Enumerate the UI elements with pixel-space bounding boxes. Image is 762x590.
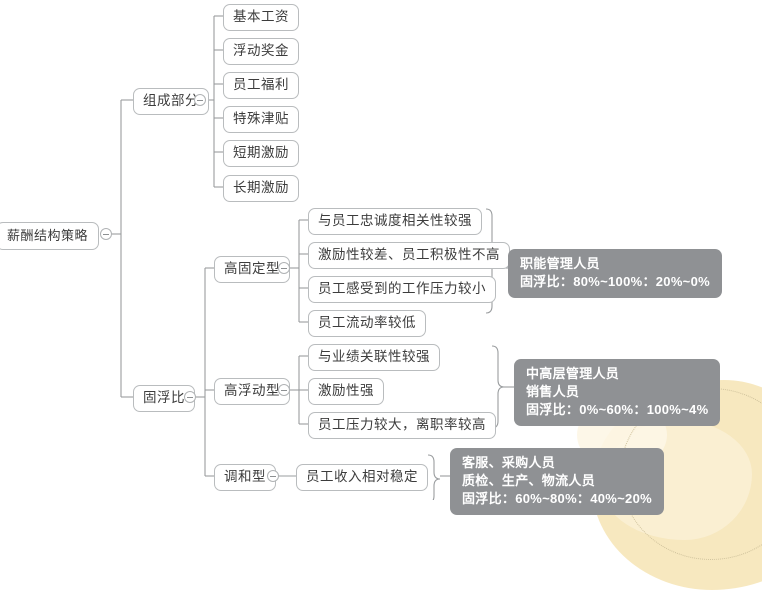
collapse-toggle-icon-high-fixed[interactable] (278, 262, 290, 274)
callout-high-fixed: 职能管理人员 固浮比：80%~100%：20%~0% (508, 249, 722, 298)
collapse-toggle-icon-balanced[interactable] (267, 470, 279, 482)
callout-line: 销售人员 (526, 384, 580, 399)
collapse-toggle-icon-composition[interactable] (194, 94, 206, 106)
leaf-label: 员工流动率较低 (318, 315, 416, 330)
callout-balanced: 客服、采购人员 质检、生产、物流人员 固浮比：60%~80%：40%~20% (450, 448, 664, 515)
leaf-node-high-pressure-turnover[interactable]: 员工压力较大，离职率较高 (308, 412, 496, 439)
leaf-node-low-turnover[interactable]: 员工流动率较低 (308, 310, 426, 337)
subbranch-label: 高固定型 (224, 261, 280, 276)
leaf-node-low-pressure[interactable]: 员工感受到的工作压力较小 (308, 276, 496, 303)
leaf-label: 特殊津贴 (233, 111, 289, 126)
callout-line: 客服、采购人员 (462, 455, 556, 470)
leaf-node-employee-benefits[interactable]: 员工福利 (223, 72, 299, 99)
leaf-node-stable-income[interactable]: 员工收入相对稳定 (296, 464, 428, 491)
leaf-label: 与业绩关联性较强 (318, 349, 430, 364)
leaf-node-loyalty-correlation[interactable]: 与员工忠诚度相关性较强 (308, 208, 482, 235)
leaf-node-base-salary[interactable]: 基本工资 (223, 4, 299, 31)
leaf-label: 员工感受到的工作压力较小 (318, 281, 486, 296)
callout-high-floating: 中高层管理人员 销售人员 固浮比：0%~60%：100%~4% (514, 359, 721, 426)
collapse-toggle-icon-root[interactable] (100, 228, 112, 240)
subbranch-node-balanced[interactable]: 调和型 (214, 464, 276, 491)
collapse-toggle-icon-fixed-float-ratio[interactable] (184, 391, 196, 403)
leaf-label: 员工压力较大，离职率较高 (318, 417, 486, 432)
mindmap-canvas: 薪酬结构策略 组成部分 基本工资 浮动奖金 员工福利 特殊津贴 短期激励 长期激… (0, 4, 762, 590)
leaf-label: 激励性较差、员工积极性不高 (318, 247, 500, 262)
subbranch-node-high-floating[interactable]: 高浮动型 (214, 378, 290, 405)
subbranch-label: 调和型 (224, 469, 266, 484)
leaf-node-special-allowance[interactable]: 特殊津贴 (223, 106, 299, 133)
root-node-label: 薪酬结构策略 (7, 228, 89, 243)
leaf-label: 员工收入相对稳定 (306, 469, 418, 484)
root-node[interactable]: 薪酬结构策略 (0, 222, 100, 250)
callout-line: 职能管理人员 (520, 256, 600, 271)
collapse-toggle-icon-high-floating[interactable] (278, 384, 290, 396)
branch-node-fixed-float-ratio-label: 固浮比 (143, 390, 185, 405)
callout-line: 固浮比：80%~100%：20%~0% (520, 274, 710, 289)
leaf-node-short-term-incentive[interactable]: 短期激励 (223, 140, 299, 167)
callout-line: 中高层管理人员 (526, 366, 620, 381)
callout-line: 固浮比：0%~60%：100%~4% (526, 402, 709, 417)
leaf-label: 基本工资 (233, 9, 289, 24)
branch-node-composition-label: 组成部分 (143, 93, 199, 108)
leaf-node-low-motivation[interactable]: 激励性较差、员工积极性不高 (308, 242, 510, 269)
leaf-node-floating-bonus[interactable]: 浮动奖金 (223, 38, 299, 65)
leaf-label: 与员工忠诚度相关性较强 (318, 213, 472, 228)
leaf-label: 浮动奖金 (233, 43, 289, 58)
callout-line: 质检、生产、物流人员 (462, 473, 596, 488)
subbranch-label: 高浮动型 (224, 383, 280, 398)
leaf-node-performance-link[interactable]: 与业绩关联性较强 (308, 344, 440, 371)
leaf-label: 激励性强 (318, 383, 374, 398)
subbranch-node-high-fixed[interactable]: 高固定型 (214, 256, 290, 283)
leaf-node-strong-incentive[interactable]: 激励性强 (308, 378, 384, 405)
leaf-label: 员工福利 (233, 77, 289, 92)
callout-line: 固浮比：60%~80%：40%~20% (462, 491, 652, 506)
leaf-node-long-term-incentive[interactable]: 长期激励 (223, 175, 299, 202)
leaf-label: 短期激励 (233, 145, 289, 160)
leaf-label: 长期激励 (233, 180, 289, 195)
